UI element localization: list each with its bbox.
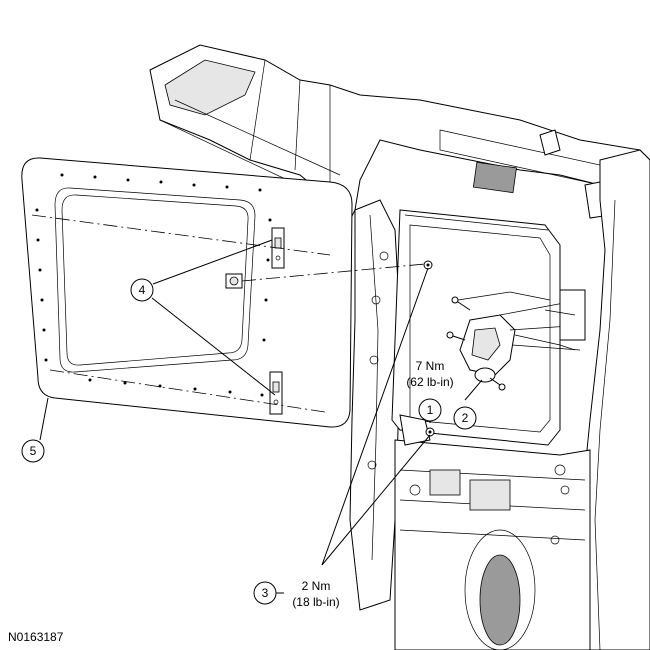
bolt-fastener bbox=[446, 331, 466, 341]
torque-label-item3-lbin: (18 lb-in) bbox=[292, 595, 339, 609]
svg-text:5: 5 bbox=[30, 444, 37, 458]
callout-2: 2 bbox=[453, 406, 477, 430]
torque-label-item1-nm: 7 Nm bbox=[416, 359, 445, 373]
latch-stud bbox=[225, 273, 243, 289]
screw-fastener-upper bbox=[423, 260, 433, 270]
torque-label-item1-lbin: (62 lb-in) bbox=[406, 375, 453, 389]
svg-text:2: 2 bbox=[462, 411, 469, 425]
svg-text:1: 1 bbox=[427, 403, 434, 417]
svg-text:4: 4 bbox=[139, 283, 146, 297]
hinge-bracket-lower bbox=[269, 371, 283, 415]
callout-3: 3 bbox=[253, 581, 277, 605]
body-structure bbox=[149, 44, 650, 650]
panel-holes bbox=[35, 173, 272, 397]
svg-text:3: 3 bbox=[262, 586, 269, 600]
actuator-assembly bbox=[446, 289, 586, 391]
leader-lines bbox=[39, 239, 483, 594]
figure-id: N0163187 bbox=[8, 630, 64, 644]
callout-1: 1 bbox=[418, 398, 442, 422]
callout-4: 4 bbox=[130, 278, 154, 302]
trim-panel bbox=[21, 157, 353, 428]
bolt-fastener bbox=[489, 377, 506, 391]
alignment-lines bbox=[31, 214, 426, 413]
torque-label-item3-nm: 2 Nm bbox=[302, 579, 331, 593]
screw-fastener-lower bbox=[425, 427, 435, 437]
callout-5: 5 bbox=[21, 439, 45, 463]
